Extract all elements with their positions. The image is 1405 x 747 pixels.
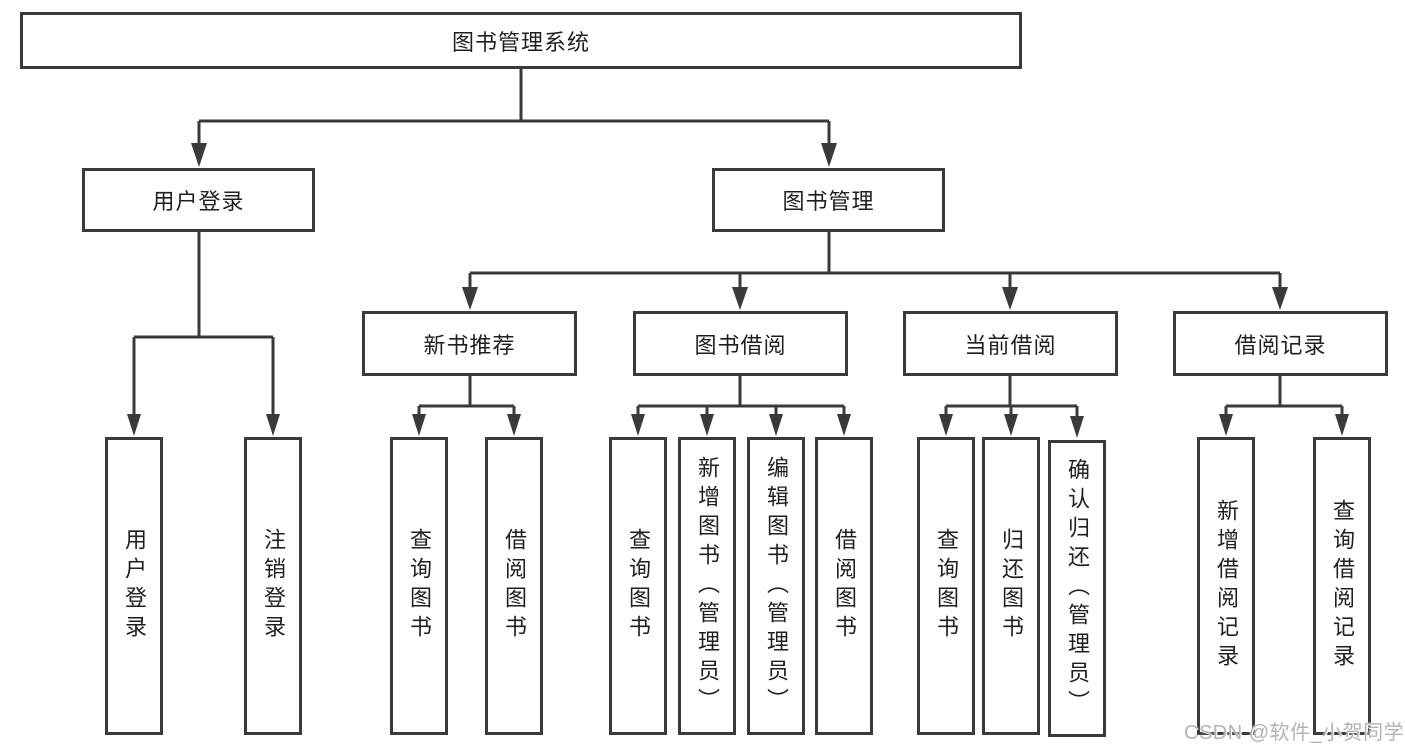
node-borrow-records: 借阅记录 xyxy=(1173,311,1388,376)
leaf-label: 借阅图书 xyxy=(832,528,857,644)
leaf-label: 新增借阅记录 xyxy=(1214,499,1239,673)
connector-root-to-level2 xyxy=(191,68,837,167)
leaf-add-book-admin: 新增图书（管理员） xyxy=(678,437,736,735)
node-label: 当前借阅 xyxy=(964,332,1057,358)
connector-borrow-records-children xyxy=(1219,374,1349,436)
connector-current-borrow-children xyxy=(939,374,1084,438)
leaf-query-books-recommend: 查询图书 xyxy=(390,437,448,735)
leaf-label: 查询图书 xyxy=(407,528,432,644)
leaf-edit-book-admin: 编辑图书（管理员） xyxy=(747,437,805,735)
connector-book-management-to-level3 xyxy=(462,230,1288,310)
node-user-login: 用户登录 xyxy=(82,168,315,232)
connector-user-login-children xyxy=(127,230,280,436)
leaf-logout: 注销登录 xyxy=(244,437,302,735)
leaf-label: 查询图书 xyxy=(934,528,959,644)
leaf-return-book: 归还图书 xyxy=(982,437,1040,735)
leaf-borrow-books-recommend: 借阅图书 xyxy=(485,437,543,735)
node-label: 图书借阅 xyxy=(694,332,787,358)
leaf-borrow-book: 借阅图书 xyxy=(815,437,873,735)
node-label: 图书管理 xyxy=(782,189,875,214)
connector-new-book-recommend-children xyxy=(412,374,521,436)
csdn-watermark: CSDN @软件_小贺同学 xyxy=(1184,722,1405,744)
leaf-query-books-borrow: 查询图书 xyxy=(609,437,667,735)
leaf-label: 新增图书（管理员） xyxy=(695,455,720,717)
leaf-confirm-return-admin: 确认归还（管理员） xyxy=(1048,440,1106,737)
leaf-label: 注销登录 xyxy=(261,528,286,644)
node-new-book-recommend: 新书推荐 xyxy=(362,311,577,376)
leaf-add-borrow-record: 新增借阅记录 xyxy=(1197,437,1255,735)
node-label: 用户登录 xyxy=(152,189,245,214)
node-book-management: 图书管理 xyxy=(712,168,945,232)
leaf-label: 编辑图书（管理员） xyxy=(764,455,789,717)
leaf-query-books-current: 查询图书 xyxy=(917,437,975,735)
leaf-label: 确认归还（管理员） xyxy=(1065,458,1090,719)
node-current-borrow: 当前借阅 xyxy=(903,311,1118,376)
connector-book-borrow-children xyxy=(631,374,851,436)
leaf-user-login: 用户登录 xyxy=(105,437,163,735)
leaf-label: 查询借阅记录 xyxy=(1330,499,1355,673)
node-book-borrow: 图书借阅 xyxy=(633,311,848,376)
node-library-management-system: 图书管理系统 xyxy=(20,12,1022,69)
leaf-label: 归还图书 xyxy=(999,528,1024,644)
leaf-query-borrow-record: 查询借阅记录 xyxy=(1313,437,1371,735)
leaf-label: 用户登录 xyxy=(122,528,147,644)
node-label: 新书推荐 xyxy=(423,332,516,358)
node-label: 借阅记录 xyxy=(1234,332,1327,358)
leaf-label: 查询图书 xyxy=(626,528,651,644)
leaf-label: 借阅图书 xyxy=(502,528,527,644)
node-label: 图书管理系统 xyxy=(451,29,590,55)
